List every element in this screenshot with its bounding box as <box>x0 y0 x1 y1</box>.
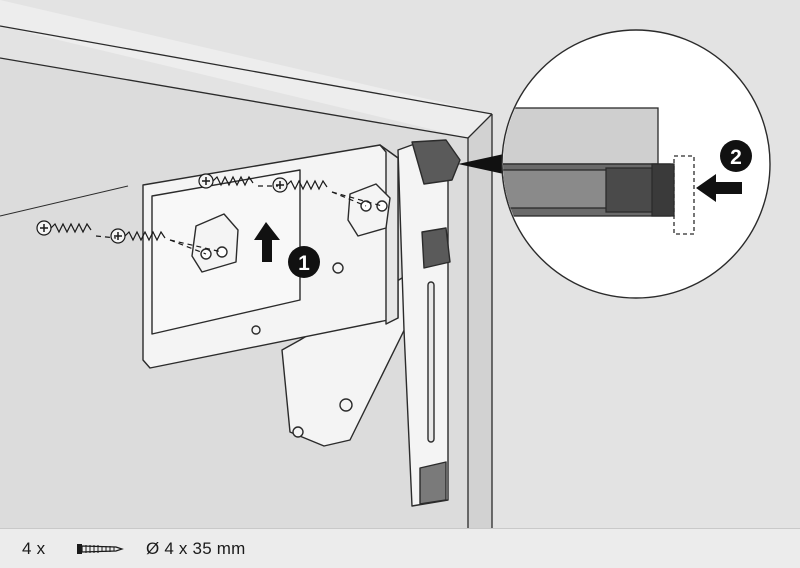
cabinet-top-panel <box>0 0 492 138</box>
screw-specification: Ø 4 x 35 mm <box>146 539 246 558</box>
cabinet-inner-edge <box>0 57 469 139</box>
screw <box>272 177 328 193</box>
screw <box>198 173 254 189</box>
detail-dashed-part <box>673 155 695 235</box>
screw-quantity: 4 x <box>22 539 46 558</box>
push-arrow-icon <box>696 174 742 202</box>
plate-hole <box>216 246 228 258</box>
housing-rivet <box>251 325 261 335</box>
detail-cap <box>651 163 675 217</box>
detail-panel <box>503 107 659 165</box>
adjustment-clip <box>421 227 451 269</box>
cabinet-side-panel <box>468 114 492 528</box>
cabinet-back-wall <box>0 185 129 217</box>
cabinet-top-edge <box>0 25 493 115</box>
detail-clip <box>605 167 657 213</box>
arm-hole <box>292 426 304 438</box>
step-1-number: 1 <box>298 252 310 275</box>
bracket-slot <box>427 281 435 443</box>
cabinet-corner <box>467 113 493 139</box>
front-clip <box>411 139 461 185</box>
guide-line <box>95 235 207 255</box>
housing-side <box>379 144 399 325</box>
up-arrow-icon <box>254 222 280 262</box>
detail-callout: 2 <box>458 29 771 299</box>
step-1-badge <box>288 246 320 278</box>
step-1-indicator: 1 <box>254 222 320 278</box>
screw <box>110 228 166 244</box>
screw-icon <box>77 544 124 554</box>
step-2-badge <box>720 140 752 172</box>
detail-rail-light <box>503 169 611 209</box>
step-2-number: 2 <box>730 146 742 169</box>
arm-pivot <box>339 398 353 412</box>
housing-rivet <box>332 262 344 274</box>
screws <box>36 173 383 255</box>
guide-line <box>258 185 367 207</box>
hardware-footer: 4 x Ø 4 x 35 mm <box>0 528 800 568</box>
screw <box>36 220 92 236</box>
bottom-clip <box>419 461 447 505</box>
mounting-illustration: 1 2 <box>0 0 800 528</box>
housing-hole <box>376 200 388 212</box>
